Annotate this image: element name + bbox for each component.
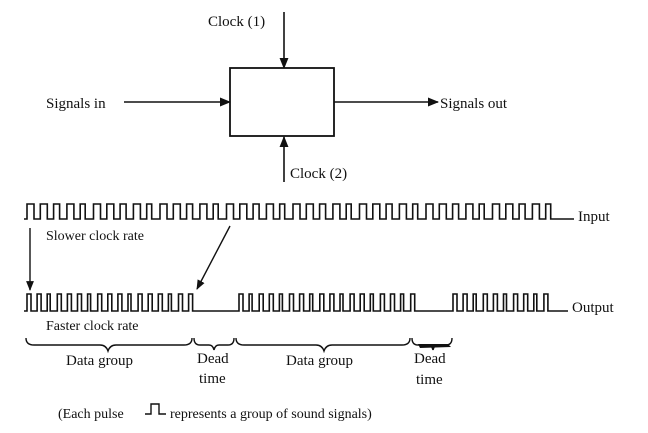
caption-after: represents a group of sound signals)	[170, 407, 372, 422]
dead-time-2-line1: Dead	[414, 351, 446, 367]
dead-time-1-line2: time	[199, 371, 226, 387]
delay-arrow-right	[196, 225, 231, 290]
brace-dead-time-2-fill	[418, 344, 451, 348]
brace-dead-time-1	[193, 337, 235, 351]
input-label: Input	[578, 209, 610, 225]
pulse-symbol-icon	[145, 403, 166, 415]
processing-block	[229, 67, 335, 137]
faster-clock-rate-label: Faster clock rate	[46, 319, 139, 334]
dead-time-2-line2: time	[416, 372, 443, 388]
output-label: Output	[572, 300, 615, 316]
brace-data-group-1	[25, 337, 193, 354]
data-group-2-label: Data group	[286, 353, 353, 369]
clock-2-label: Clock (2)	[290, 166, 347, 182]
slower-clock-rate-label: Slower clock rate	[46, 229, 144, 244]
brace-dead-time-2	[411, 337, 453, 351]
clock-1-label: Clock (1)	[208, 14, 265, 30]
data-group-1-label: Data group	[66, 353, 133, 369]
dead-time-1-line1: Dead	[197, 351, 229, 367]
signals-in-label: Signals in	[46, 96, 106, 112]
signals-out-label: Signals out	[440, 96, 508, 112]
output-pulse-train	[24, 293, 568, 312]
input-pulse-train	[24, 203, 574, 220]
brace-data-group-2	[235, 337, 411, 354]
caption-before: (Each pulse	[58, 407, 124, 422]
